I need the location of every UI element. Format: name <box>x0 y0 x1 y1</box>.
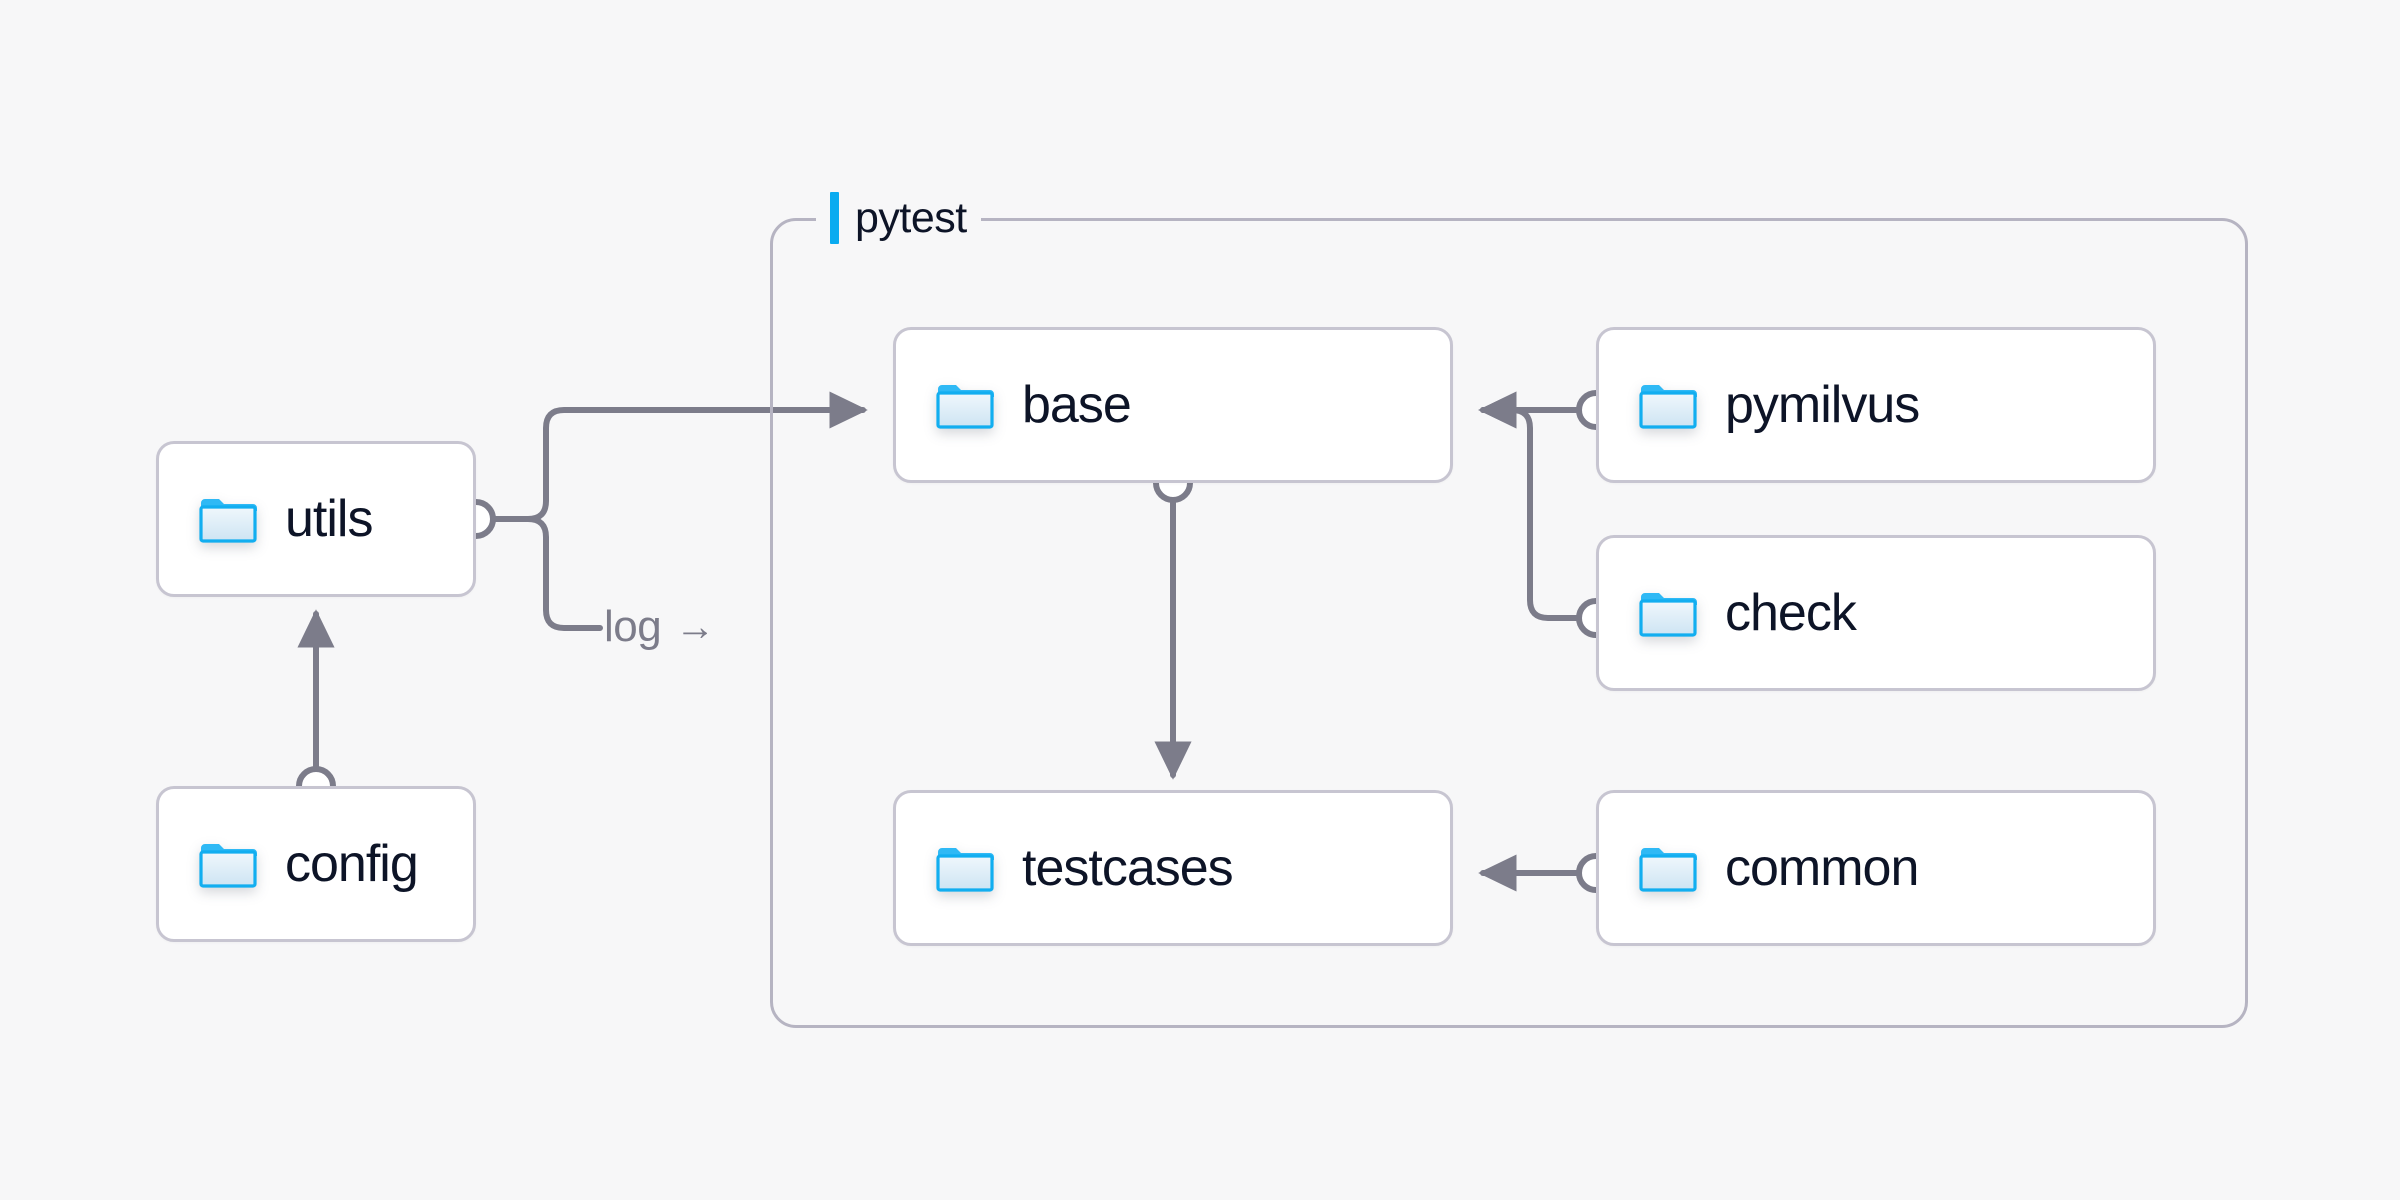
edge-utils-to-log <box>525 516 603 631</box>
node-pymilvus[interactable]: pymilvus <box>1596 327 2156 483</box>
node-label: pymilvus <box>1725 376 1920 434</box>
node-base[interactable]: base <box>893 327 1453 483</box>
group-label-text: pytest <box>855 193 967 242</box>
edge-label-log-text: log <box>604 602 662 651</box>
folder-icon <box>936 381 994 429</box>
group-accent-bar <box>830 192 839 244</box>
edge-label-log: log → <box>604 605 715 649</box>
node-testcases[interactable]: testcases <box>893 790 1453 946</box>
folder-icon <box>1639 589 1697 637</box>
node-label: config <box>285 835 419 893</box>
folder-icon <box>936 844 994 892</box>
group-pytest[interactable] <box>770 218 2248 1028</box>
node-label: utils <box>285 490 373 548</box>
node-common[interactable]: common <box>1596 790 2156 946</box>
folder-icon <box>1639 844 1697 892</box>
folder-icon <box>1639 381 1697 429</box>
node-check[interactable]: check <box>1596 535 2156 691</box>
node-label: check <box>1725 584 1857 642</box>
node-config[interactable]: config <box>156 786 476 942</box>
node-label: common <box>1725 839 1919 897</box>
node-utils[interactable]: utils <box>156 441 476 597</box>
node-label: testcases <box>1022 839 1234 897</box>
node-label: base <box>1022 376 1132 434</box>
folder-icon <box>199 495 257 543</box>
arrow-right-icon: → <box>675 605 715 649</box>
group-pytest-label: pytest <box>816 189 981 247</box>
folder-icon <box>199 840 257 888</box>
